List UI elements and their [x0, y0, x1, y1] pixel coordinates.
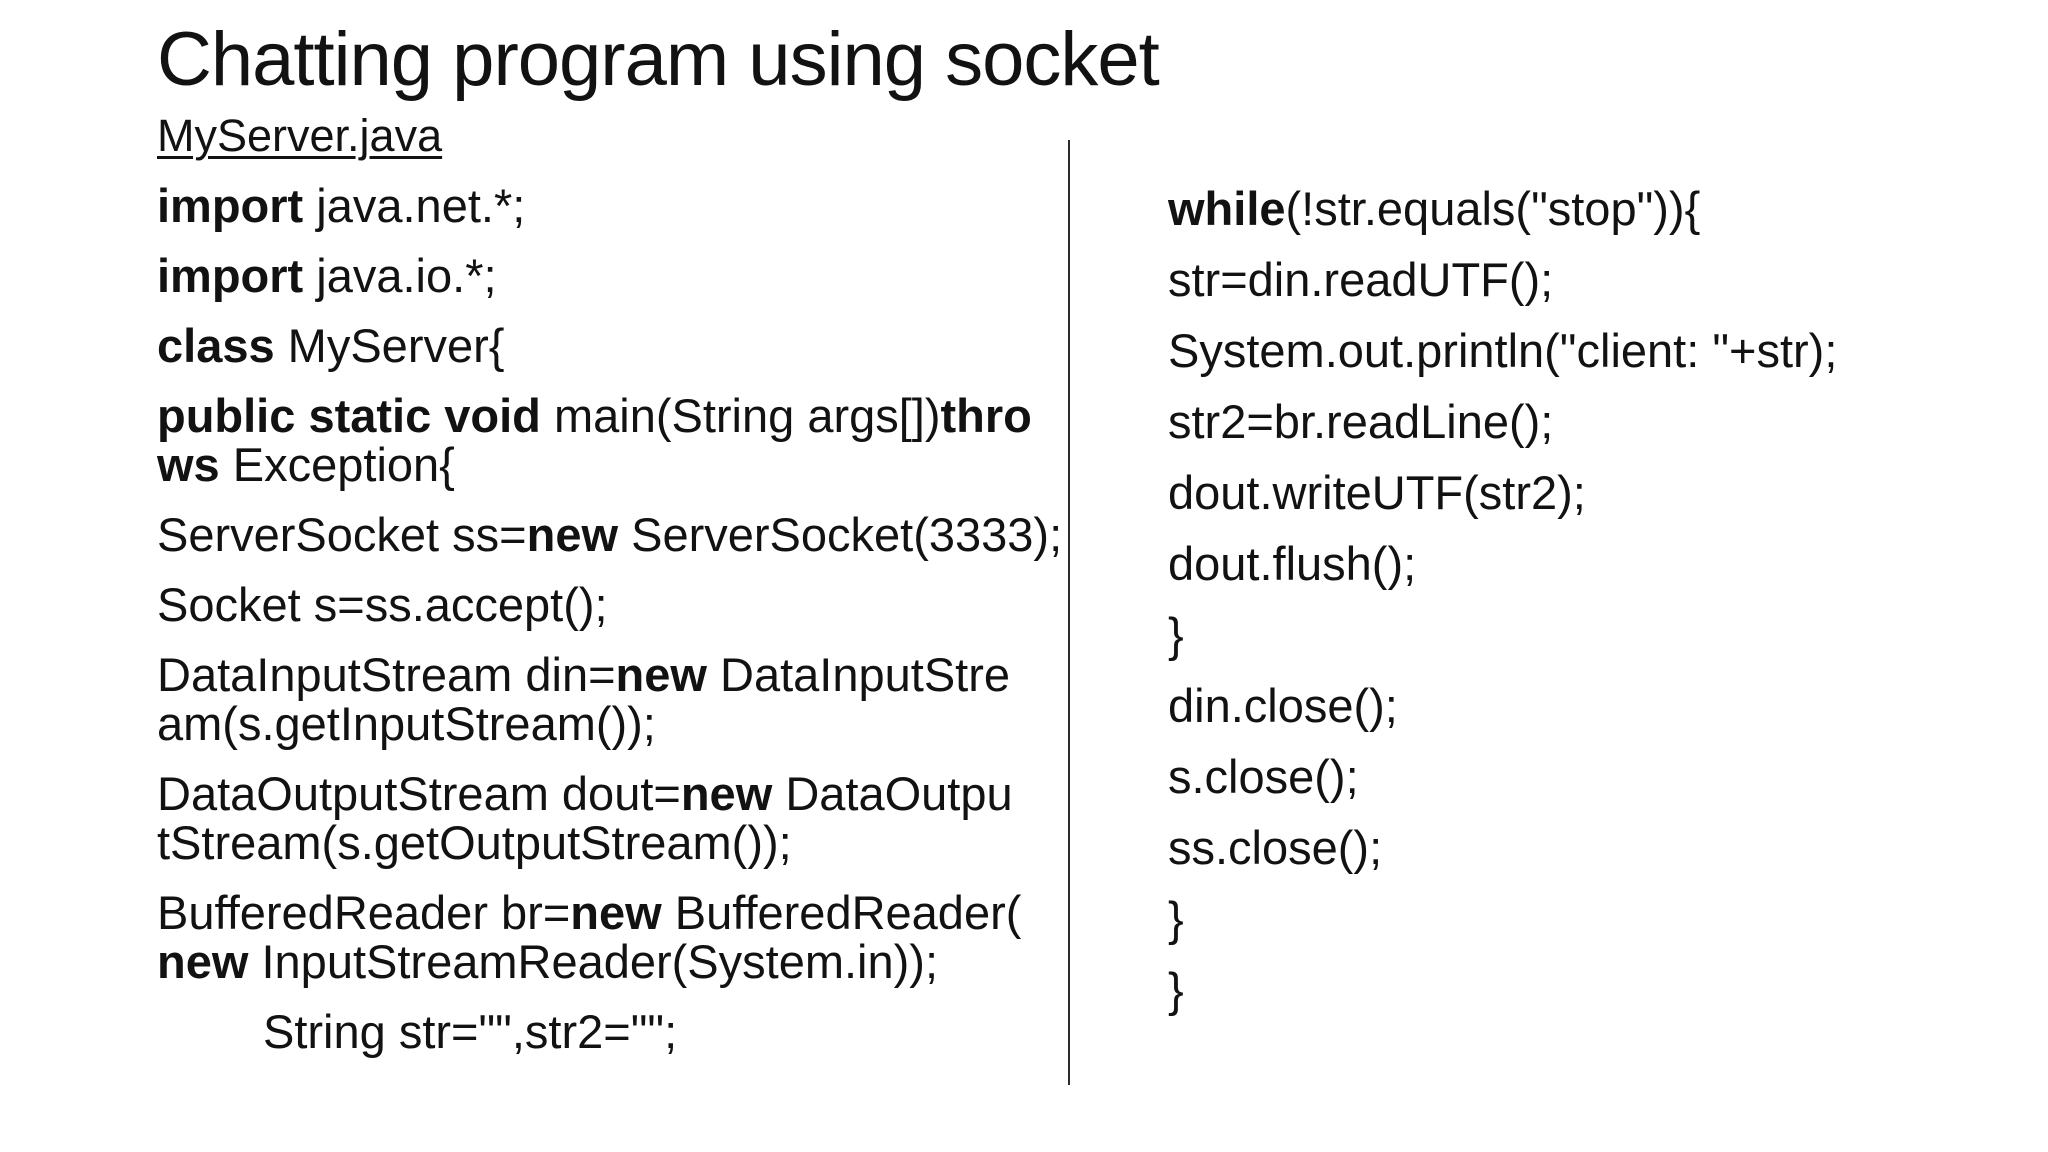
keyword-text: public static void [157, 389, 541, 442]
code-line: new InputStreamReader(System.in)); [157, 937, 1062, 986]
code-line: am(s.getInputStream()); [157, 699, 1062, 748]
code-text: System.out.println("client: "+str); [1168, 324, 1838, 377]
keyword-text: new [680, 767, 773, 820]
keyword-text: ws [157, 438, 220, 491]
code-text: dout.flush(); [1168, 537, 1417, 590]
code-text: java.io.*; [303, 249, 497, 302]
code-text: ss.close(); [1168, 821, 1383, 874]
code-line: BufferedReader br=new BufferedReader( [157, 888, 1062, 937]
code-text: } [1168, 608, 1184, 661]
code-text: str=din.readUTF(); [1168, 253, 1554, 306]
code-text: Socket s=ss.accept(); [157, 578, 608, 631]
code-line: tStream(s.getOutputStream()); [157, 818, 1062, 867]
code-line: str2=br.readLine(); [1168, 397, 1837, 446]
code-line: } [1168, 965, 1837, 1014]
code-column-right: while(!str.equals("stop")){ str=din.readU… [1168, 162, 1837, 1014]
code-line: dout.writeUTF(str2); [1168, 468, 1837, 517]
code-text: DataOutpu [772, 767, 1013, 820]
code-line: DataInputStream din=new DataInputStre [157, 650, 1062, 699]
code-text: } [1168, 892, 1184, 945]
code-text: } [1168, 963, 1184, 1016]
code-text: dout.writeUTF(str2); [1168, 466, 1586, 519]
code-line: public static void main(String args[])th… [157, 391, 1062, 440]
code-line: class MyServer{ [157, 321, 1062, 370]
code-text: Exception{ [219, 438, 455, 491]
code-line: DataOutputStream dout=new DataOutpu [157, 769, 1062, 818]
slide-title: Chatting program using socket [157, 17, 1160, 102]
code-text: BufferedReader br= [157, 886, 571, 939]
code-line: dout.flush(); [1168, 539, 1837, 588]
code-column-left: import java.net.*;import java.io.*;class… [157, 160, 1062, 1056]
code-line: import java.io.*; [157, 251, 1062, 300]
code-text: DataInputStre [706, 648, 1011, 701]
code-text: (!str.equals("stop")){ [1285, 182, 1701, 235]
code-line: Socket s=ss.accept(); [157, 580, 1062, 629]
code-line: ws Exception{ [157, 440, 1062, 489]
keyword-text: new [570, 886, 662, 939]
code-text: BufferedReader( [661, 886, 1022, 939]
code-text: MyServer{ [274, 319, 505, 372]
keyword-text: while [1168, 182, 1286, 235]
code-line: din.close(); [1168, 681, 1837, 730]
code-text: String str="",str2=""; [263, 1005, 678, 1058]
code-text: main(String args[]) [540, 389, 941, 442]
keyword-text: new [157, 935, 249, 988]
keyword-text: new [526, 508, 619, 561]
code-text: s.close(); [1168, 750, 1359, 803]
keyword-text: thro [940, 389, 1032, 442]
code-line: while(!str.equals("stop")){ [1168, 184, 1837, 233]
code-text: InputStreamReader(System.in)); [248, 935, 938, 988]
keyword-text: new [615, 648, 707, 701]
code-text: DataOutputStream dout= [157, 767, 681, 820]
code-line: } [1168, 610, 1837, 659]
file-name-subtitle: MyServer.java [157, 110, 443, 161]
code-line: str=din.readUTF(); [1168, 255, 1837, 304]
column-divider [1068, 140, 1070, 1085]
code-text: java.net.*; [303, 179, 526, 232]
code-text: din.close(); [1168, 679, 1398, 732]
keyword-text: import [157, 179, 304, 232]
code-line: } [1168, 894, 1837, 943]
code-text: ServerSocket ss= [157, 508, 527, 561]
keyword-text: import [157, 249, 304, 302]
code-line: System.out.println("client: "+str); [1168, 326, 1837, 375]
keyword-text: class [157, 319, 275, 372]
code-line: ServerSocket ss=new ServerSocket(3333); [157, 510, 1062, 559]
code-text: am(s.getInputStream()); [157, 697, 656, 750]
code-text: tStream(s.getOutputStream()); [157, 816, 792, 869]
code-line: s.close(); [1168, 752, 1837, 801]
code-text: DataInputStream din= [157, 648, 616, 701]
code-line: String str="",str2=""; [157, 1007, 1062, 1056]
code-text: ServerSocket(3333); [618, 508, 1063, 561]
code-line: ss.close(); [1168, 823, 1837, 872]
code-text: str2=br.readLine(); [1168, 395, 1554, 448]
code-line: import java.net.*; [157, 181, 1062, 230]
